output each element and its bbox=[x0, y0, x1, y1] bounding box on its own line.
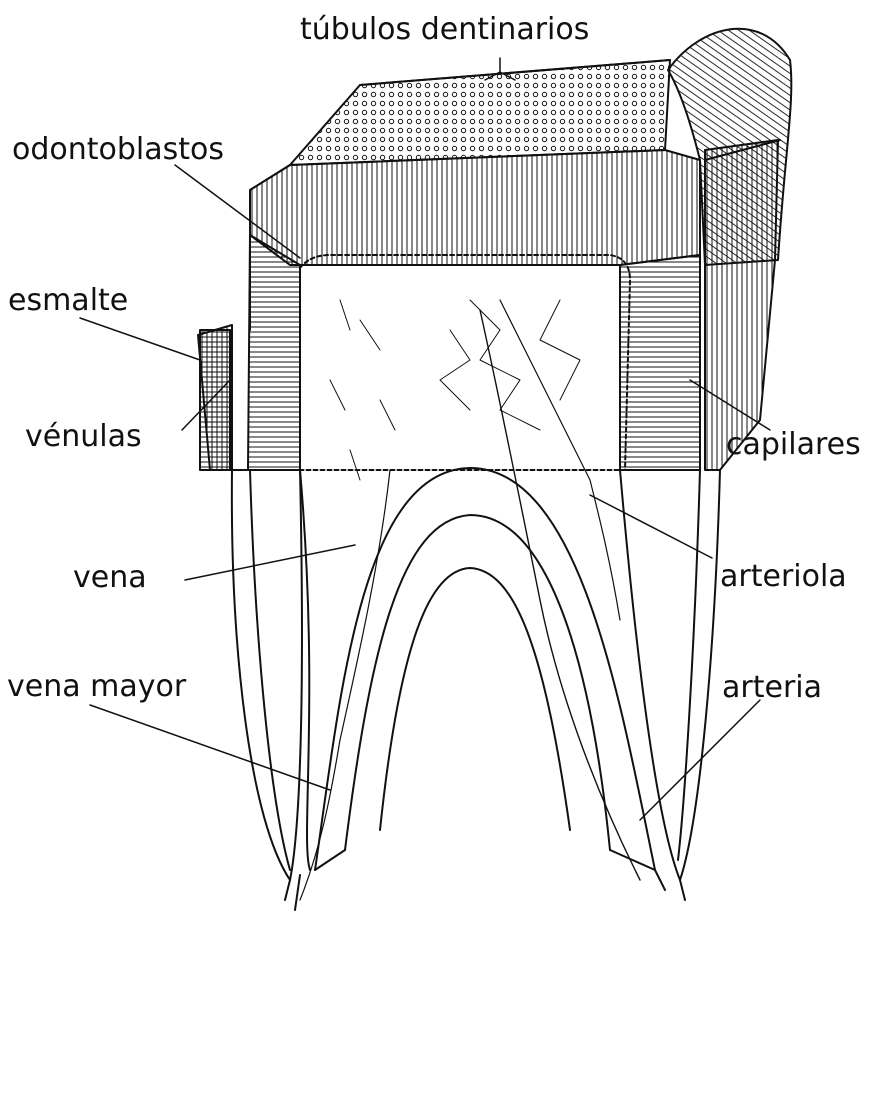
vessel-arteriola bbox=[500, 300, 620, 620]
label-vena: vena bbox=[73, 563, 147, 593]
label-odontoblastos: odontoblastos bbox=[12, 135, 224, 165]
pulp-outline bbox=[300, 255, 630, 470]
enamel-right-band bbox=[705, 140, 778, 470]
left-root-inner bbox=[250, 470, 290, 870]
right-root-outer bbox=[620, 470, 720, 880]
label-capilares: capilares bbox=[726, 430, 861, 460]
right-apex bbox=[655, 870, 685, 900]
dentin-band bbox=[250, 150, 700, 265]
leader-vena bbox=[185, 545, 355, 580]
left-root-outer bbox=[232, 470, 302, 880]
canal-arc-mid bbox=[345, 515, 610, 850]
leader-arteria bbox=[640, 700, 760, 820]
label-vena-mayor: vena mayor bbox=[7, 672, 186, 702]
vessel-dots bbox=[330, 300, 395, 480]
vessel-vena bbox=[300, 470, 390, 900]
leader-vena-mayor bbox=[90, 705, 330, 790]
right-dentin-striations bbox=[620, 255, 700, 470]
label-esmalte: esmalte bbox=[8, 286, 128, 316]
label-tubulos-dentinarios: túbulos dentinarios bbox=[300, 15, 589, 45]
left-apex bbox=[285, 875, 300, 910]
canal-arc-outer bbox=[315, 468, 655, 870]
leader-arteriola bbox=[590, 495, 712, 558]
label-venulas: vénulas bbox=[25, 422, 142, 452]
leader-esmalte bbox=[80, 318, 200, 360]
label-arteriola: arteriola bbox=[720, 562, 847, 592]
label-arteria: arteria bbox=[722, 673, 822, 703]
canal-arc-closing bbox=[315, 850, 655, 870]
